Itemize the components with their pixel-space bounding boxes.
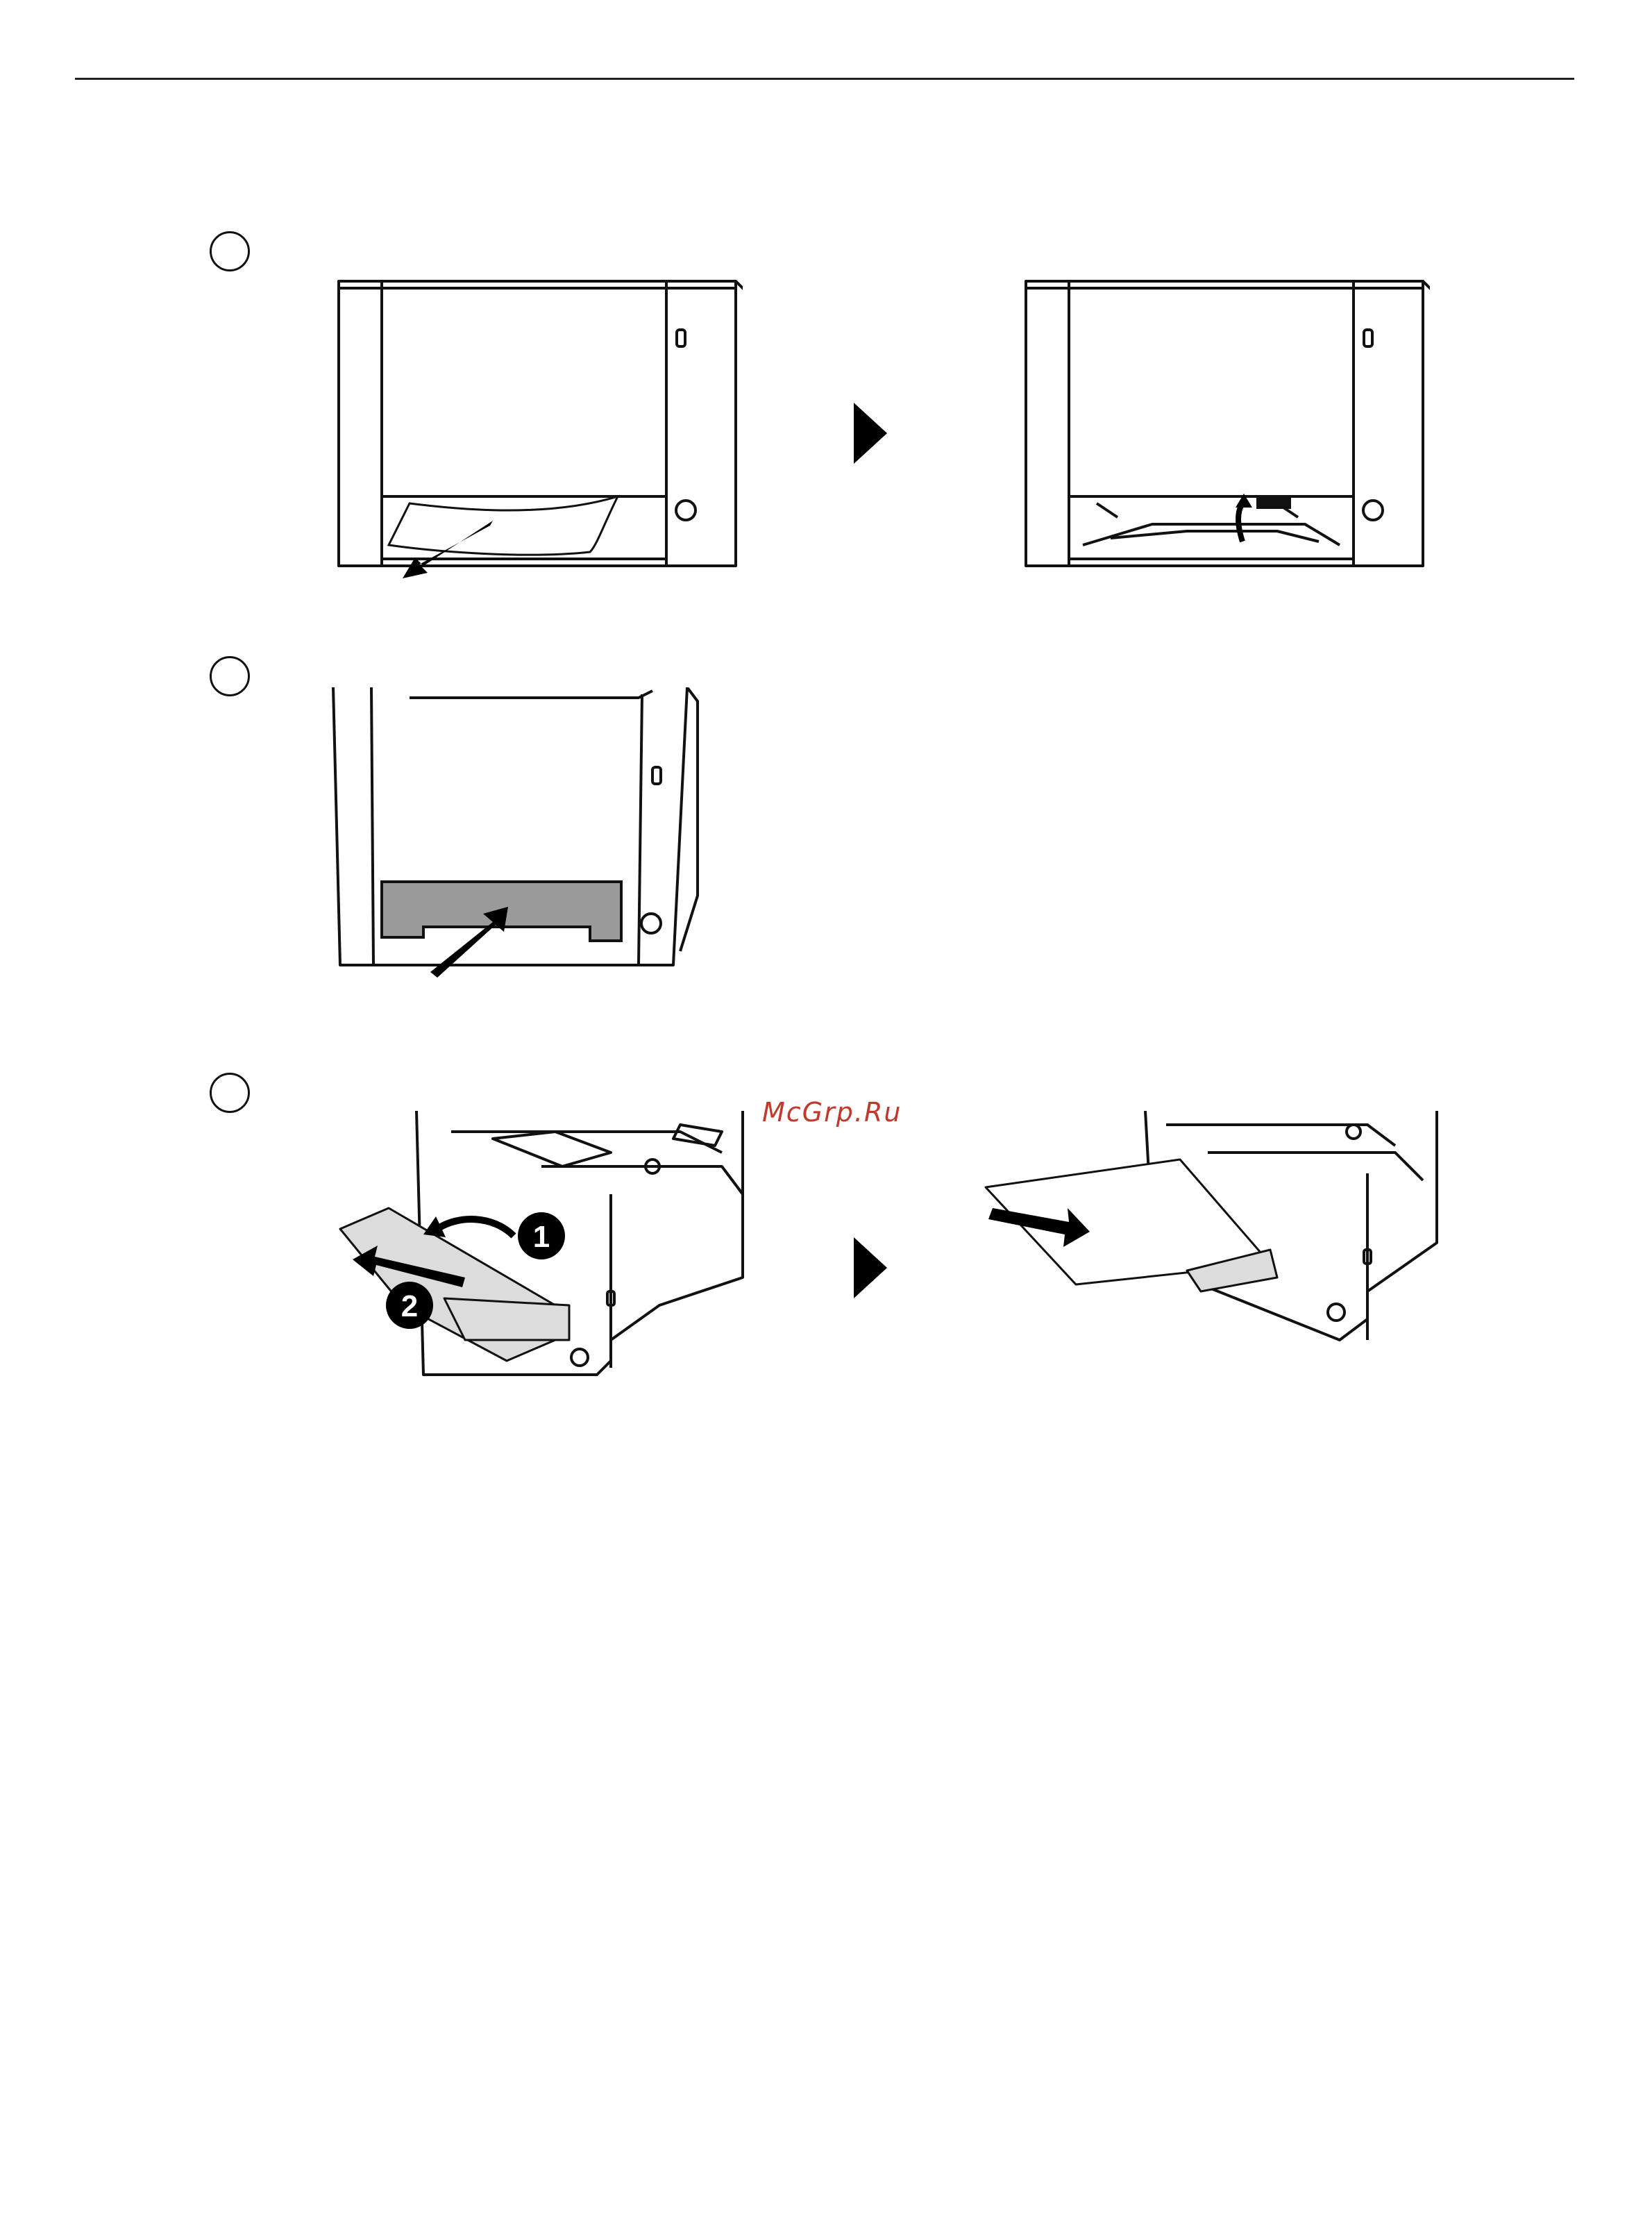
printer-front-cassette-close-figure [326,687,743,986]
badge-step-1: 1 [533,1220,550,1254]
header-rule [75,78,1574,80]
step-marker-c [210,1073,250,1113]
printer-mp-tray-load-paper-figure [979,1111,1465,1361]
badge-step-2: 2 [401,1289,418,1323]
step-marker-b [210,656,250,696]
printer-mp-tray-open-figure: 1 2 [333,1111,784,1402]
printer-front-jammed-paper-figure [326,267,743,580]
next-step-arrow-icon [854,403,887,464]
step-marker-a [210,231,250,271]
printer-front-cassette-open-figure [1013,267,1430,580]
next-step-arrow-icon [854,1237,887,1298]
